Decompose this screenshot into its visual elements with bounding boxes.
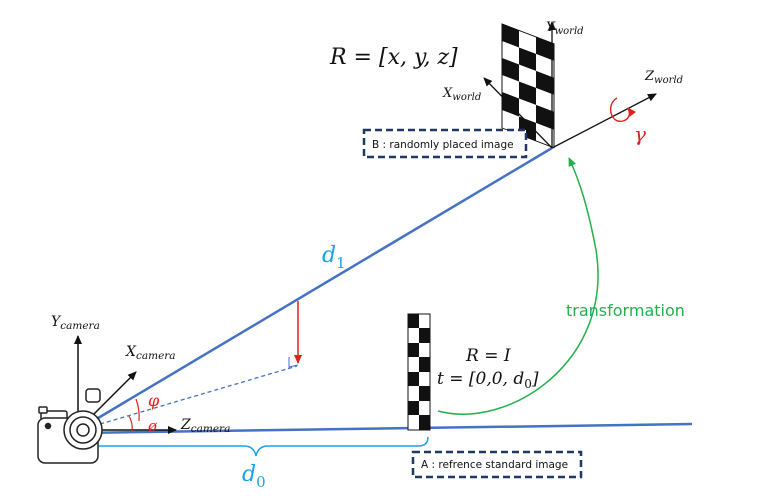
- box-b-text: B : randomly placed image: [372, 139, 514, 151]
- x-camera-label: Xcamera: [125, 344, 176, 362]
- d1-label: d1: [322, 243, 346, 272]
- z-world-axis: [551, 93, 657, 149]
- x-world-label: Xworld: [442, 86, 481, 103]
- empty-angle-label: ø: [147, 417, 158, 435]
- checkerboard-b: [501, 23, 555, 149]
- translation-a-label: t = [0,0, d0]: [437, 369, 539, 391]
- checkerboard-a: [407, 313, 431, 431]
- ray-d1: [77, 146, 553, 432]
- camera-icon: [37, 388, 103, 464]
- z-camera-label: Zcamera: [180, 417, 230, 435]
- phi-angle-arc: [135, 398, 140, 422]
- phi-label: φ: [148, 391, 160, 410]
- d0-label: d0: [242, 462, 266, 491]
- gamma-label: γ: [634, 122, 646, 146]
- rotation-b-label: R = [x, y, z]: [329, 45, 458, 70]
- ray-d0: [77, 422, 693, 435]
- rotation-a-label: R = I: [465, 346, 511, 366]
- right-angle-marker: [288, 357, 299, 368]
- box-a-text: A : refrence standard image: [421, 459, 568, 471]
- box-b-frame: [362, 128, 528, 159]
- transformation-label: transformation: [566, 301, 685, 320]
- d0-brace: [79, 436, 429, 457]
- ray-projected-dashed: [79, 365, 298, 431]
- x-world-axis: [483, 77, 553, 149]
- y-world-label: Yworld: [546, 20, 584, 37]
- box-a-frame: [411, 450, 583, 479]
- empty-angle-arc: [128, 415, 133, 432]
- gamma-rotation-arrow: [609, 97, 636, 122]
- transformation-arrow: [437, 157, 599, 415]
- z-world-label: Zworld: [644, 69, 683, 86]
- y-camera-label: Ycamera: [51, 314, 100, 332]
